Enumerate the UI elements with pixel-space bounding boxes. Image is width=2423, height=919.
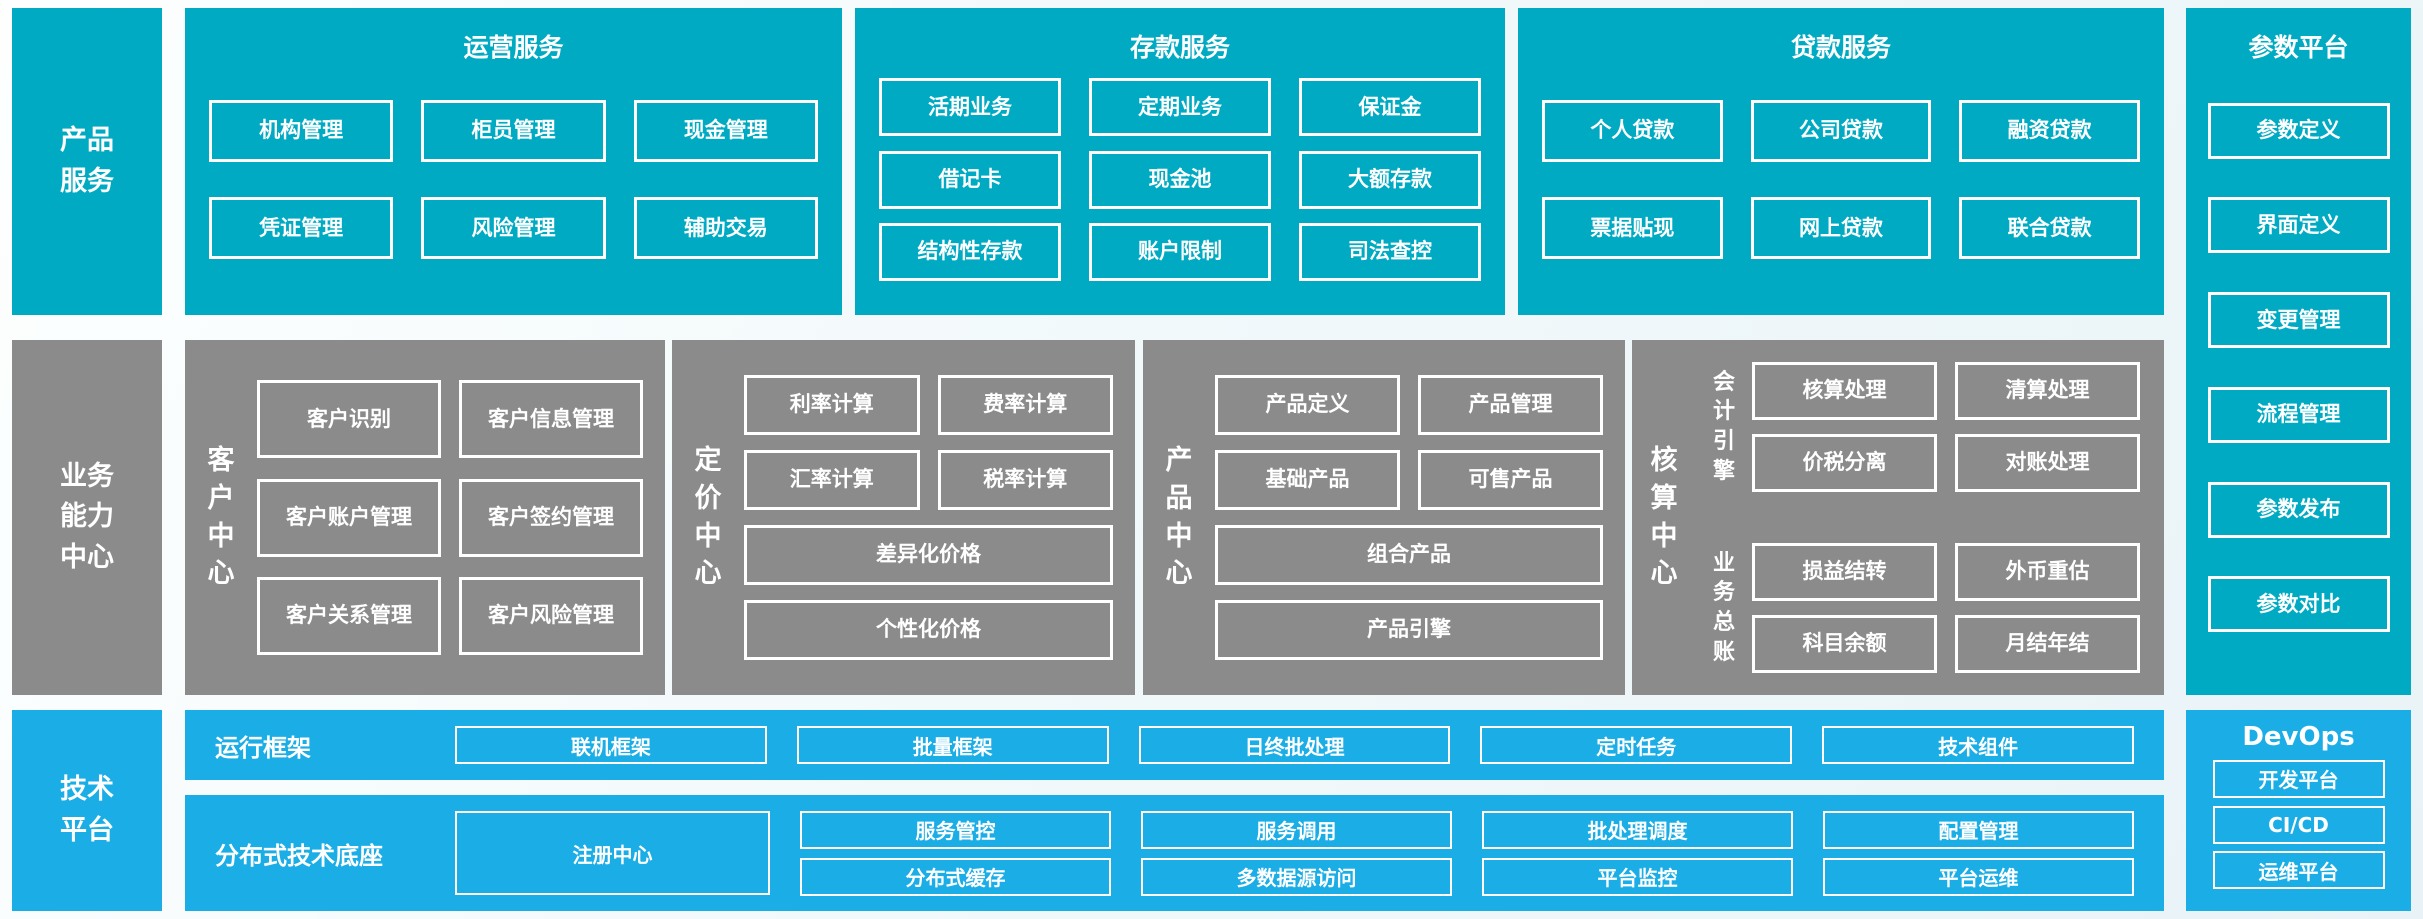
service-box: 凭证管理 [209,197,394,260]
tech-box: 批量框架 [796,726,1109,764]
center-product: 产 品 中 心 产品定义 产品管理 基础产品 可售产品 组合产品 产品引擎 [1143,340,1625,695]
service-box: 公司贷款 [1750,99,1932,162]
service-box: 借记卡 [879,150,1061,209]
capability-box: 差异化价格 [744,525,1113,585]
section-title: 贷款服务 [1790,33,1891,62]
capability-box: 客户签约管理 [459,478,643,557]
capability-box: 税率计算 [937,450,1113,510]
runtime-framework-label: 运行框架 [215,733,311,762]
service-box: 辅助交易 [633,197,818,260]
tech-box: 日终批处理 [1138,726,1451,764]
capability-box: 客户信息管理 [459,380,643,459]
service-box: 定期业务 [1089,78,1271,137]
section-operations-services: 运营服务 机构管理 柜员管理 现金管理 凭证管理 风险管理 辅助交易 [185,8,842,315]
capability-box: 客户关系管理 [257,576,441,655]
capability-box: 汇率计算 [744,450,920,510]
registry-center-box: 注册中心 [455,811,770,895]
group-label-business-ledger: 业 务 总 账 [1712,550,1735,665]
capability-box: 价税分离 [1752,434,1937,492]
capability-box: 产品定义 [1215,375,1400,435]
section-title: 存款服务 [1129,33,1230,62]
service-box: 变更管理 [2207,292,2390,349]
capability-box: 月结年结 [1955,615,2140,673]
distributed-base-label: 分布式技术底座 [215,841,383,870]
tech-box: 技术组件 [1822,726,2134,764]
service-box: 结构性存款 [879,222,1061,281]
tech-box: 运维平台 [2212,851,2385,890]
capability-box: 组合产品 [1215,525,1603,585]
service-box: 保证金 [1299,78,1481,137]
capability-box: 科目余额 [1752,615,1937,673]
service-box: 司法查控 [1299,222,1481,281]
capability-box: 清算处理 [1955,362,2140,420]
capability-box: 可售产品 [1418,450,1603,510]
tech-box: 平台监控 [1482,857,1793,896]
service-box: 机构管理 [209,99,394,162]
service-box: 联合贷款 [1959,197,2141,260]
capability-box: 产品引擎 [1215,600,1603,660]
center-label-accounting: 核 算 中 心 [1650,444,1678,590]
service-box: 活期业务 [879,78,1061,137]
capability-box: 核算处理 [1752,362,1937,420]
tech-box: 分布式缓存 [800,857,1111,896]
service-box: 网上贷款 [1750,197,1932,260]
capability-box: 利率计算 [744,375,920,435]
business-ledger-group: 业 务 总 账 损益结转 外币重估 科目余额 月结年结 [1696,543,2140,673]
tech-box: 开发平台 [2212,759,2385,798]
service-box: 流程管理 [2207,386,2390,443]
center-label-product: 产 品 中 心 [1165,444,1193,590]
service-box: 票据贴现 [1542,197,1723,260]
capability-box: 对账处理 [1955,434,2140,492]
tech-box: 服务调用 [1141,810,1452,849]
tech-box: 联机框架 [455,726,767,764]
devops-title: DevOps [2242,722,2355,752]
capability-box: 产品管理 [1418,375,1603,435]
section-loan-services: 贷款服务 个人贷款 公司贷款 融资贷款 票据贴现 网上贷款 联合贷款 [1518,8,2164,315]
section-parameter-platform: 参数平台 参数定义 界面定义 变更管理 流程管理 参数发布 参数对比 [2186,8,2411,695]
center-customer: 客 户 中 心 客户识别 客户信息管理 客户账户管理 客户签约管理 客户关系管理… [185,340,665,695]
center-label-pricing: 定 价 中 心 [694,444,722,590]
service-box: 柜员管理 [421,99,606,162]
center-pricing: 定 价 中 心 利率计算 费率计算 汇率计算 税率计算 差异化价格 个性化价格 [672,340,1135,695]
service-box: 参数对比 [2207,576,2390,633]
group-label-accounting-engine: 会 计 引 擎 [1712,369,1735,484]
distributed-base-bar: 分布式技术底座 注册中心 服务管控 分布式缓存 服务调用 多数据源访问 批处理调… [185,795,2164,911]
capability-box: 客户风险管理 [459,576,643,655]
tech-box: 定时任务 [1480,726,1793,764]
layer-label-product-services: 产品 服务 [12,8,162,315]
tech-box: 平台运维 [1823,857,2134,896]
capability-box: 客户账户管理 [257,478,441,557]
tech-box: 配置管理 [1823,810,2134,849]
tech-box: CI/CD [2212,805,2385,844]
section-deposit-services: 存款服务 活期业务 定期业务 保证金 借记卡 现金池 大额存款 结构性存款 账户… [855,8,1505,315]
runtime-framework-bar: 运行框架 联机框架 批量框架 日终批处理 定时任务 技术组件 [185,710,2164,780]
layer-label-business-capability-center: 业务 能力 中心 [12,340,162,695]
layer-label-technology-platform: 技术 平台 [12,710,162,911]
center-accounting: 核 算 中 心 会 计 引 擎 核算处理 清算处理 价税分离 对账处理 业 务 … [1632,340,2164,695]
tech-box: 批处理调度 [1482,810,1793,849]
capability-box: 损益结转 [1752,543,1937,601]
accounting-engine-group: 会 计 引 擎 核算处理 清算处理 价税分离 对账处理 [1696,362,2140,492]
capability-box: 客户识别 [257,380,441,459]
section-title: 运营服务 [463,33,564,62]
tech-box: 多数据源访问 [1141,857,1452,896]
service-box: 现金池 [1089,150,1271,209]
center-label-customer: 客 户 中 心 [207,444,235,590]
service-box: 参数发布 [2207,481,2390,538]
tech-box: 服务管控 [800,810,1111,849]
service-box: 界面定义 [2207,197,2390,254]
capability-box: 外币重估 [1955,543,2140,601]
capability-box: 基础产品 [1215,450,1400,510]
service-box: 个人贷款 [1542,99,1723,162]
service-box: 大额存款 [1299,150,1481,209]
section-title: 参数平台 [2248,33,2349,62]
service-box: 参数定义 [2207,102,2390,159]
service-box: 现金管理 [633,99,818,162]
service-box: 融资贷款 [1959,99,2141,162]
capability-box: 个性化价格 [744,600,1113,660]
service-box: 账户限制 [1089,222,1271,281]
service-box: 风险管理 [421,197,606,260]
capability-box: 费率计算 [937,375,1113,435]
section-devops: DevOps 开发平台 CI/CD 运维平台 [2186,710,2411,911]
